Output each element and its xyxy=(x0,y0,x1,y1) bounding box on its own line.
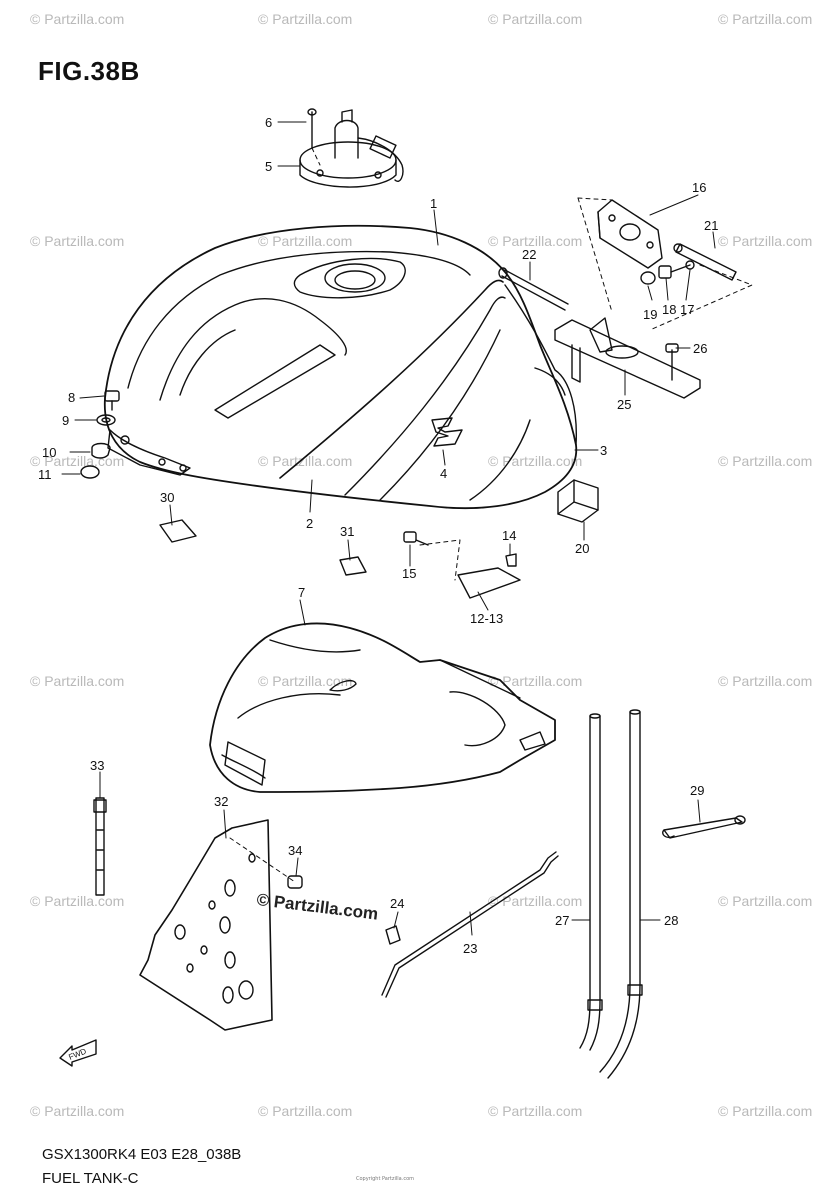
callout-23: 23 xyxy=(463,941,477,956)
heat-shield-part xyxy=(139,819,273,1031)
callout-12-13: 12-13 xyxy=(470,611,503,626)
watermark: © Partzilla.com xyxy=(258,673,352,689)
tank-stay-part xyxy=(554,317,701,399)
bracket-part xyxy=(597,199,695,285)
watermark: © Partzilla.com xyxy=(30,893,124,909)
mount-bolt-part xyxy=(80,390,120,479)
callout-29: 29 xyxy=(690,783,704,798)
callout-27: 27 xyxy=(555,913,569,928)
watermark: © Partzilla.com xyxy=(258,1103,352,1119)
watermark: © Partzilla.com xyxy=(718,1103,812,1119)
watermark: © Partzilla.com xyxy=(718,453,812,469)
callout-28: 28 xyxy=(664,913,678,928)
callout-2: 2 xyxy=(306,516,313,531)
watermark: © Partzilla.com xyxy=(718,233,812,249)
callout-34: 34 xyxy=(288,843,302,858)
callout-33: 33 xyxy=(90,758,104,773)
watermark: © Partzilla.com xyxy=(488,1103,582,1119)
watermark: © Partzilla.com xyxy=(30,453,124,469)
emblem-part xyxy=(431,417,463,447)
collar-part xyxy=(673,243,737,281)
callout-1: 1 xyxy=(430,196,437,211)
watermark: © Partzilla.com xyxy=(718,893,812,909)
pad-part xyxy=(159,519,367,576)
callout-26: 26 xyxy=(693,341,707,356)
watermark: © Partzilla.com xyxy=(488,673,582,689)
callout-24: 24 xyxy=(390,896,404,911)
watermark: © Partzilla.com xyxy=(30,11,124,27)
watermark: © Partzilla.com xyxy=(488,453,582,469)
watermark: © Partzilla.com xyxy=(30,233,124,249)
watermark: © Partzilla.com xyxy=(718,11,812,27)
callout-18: 18 xyxy=(662,302,676,317)
callout-19: 19 xyxy=(643,307,657,322)
callout-21: 21 xyxy=(704,218,718,233)
callout-leaders xyxy=(61,121,716,936)
shield-bolt-part xyxy=(287,875,303,889)
watermark-layer: © Partzilla.com © Partzilla.com © Partzi… xyxy=(30,11,812,1119)
figure-title: FIG.38B xyxy=(38,56,140,86)
watermark: © Partzilla.com xyxy=(258,233,352,249)
watermark: © Partzilla.com xyxy=(30,673,124,689)
callout-9: 9 xyxy=(62,413,69,428)
figure-code: GSX1300RK4 E03 E28_038B xyxy=(42,1146,242,1163)
fuel-tank-part xyxy=(103,224,578,510)
callout-16: 16 xyxy=(692,180,706,195)
watermark: © Partzilla.com xyxy=(30,1103,124,1119)
callout-5: 5 xyxy=(265,159,272,174)
tank-cover-part xyxy=(209,622,556,793)
figure-name: FUEL TANK-C xyxy=(42,1170,139,1187)
plate-part xyxy=(403,531,521,599)
callout-30: 30 xyxy=(160,490,174,505)
watermark: © Partzilla.com xyxy=(258,453,352,469)
callout-labels: 1 2 3 4 5 6 7 8 9 10 11 12-13 14 15 16 1… xyxy=(38,115,718,1062)
watermark: © Partzilla.com xyxy=(488,233,582,249)
callout-8: 8 xyxy=(68,390,75,405)
callout-20: 20 xyxy=(575,541,589,556)
leader-lines xyxy=(229,147,753,883)
callout-14: 14 xyxy=(502,528,516,543)
long-bolt-part xyxy=(498,267,569,311)
clamp-part xyxy=(662,815,746,839)
callout-22: 22 xyxy=(522,247,536,262)
rod-part xyxy=(381,851,559,998)
callout-31: 31 xyxy=(340,524,354,539)
callout-6: 6 xyxy=(265,115,272,130)
callout-32: 32 xyxy=(214,794,228,809)
cushion-part xyxy=(557,479,599,523)
callout-10: 10 xyxy=(42,445,56,460)
hose-part xyxy=(579,709,643,1079)
copyright-note: Copyright Partzilla.com xyxy=(356,1176,415,1182)
callout-11: 11 xyxy=(38,467,52,482)
watermark: © Partzilla.com xyxy=(258,11,352,27)
callout-3: 3 xyxy=(600,443,607,458)
fuel-cap-part xyxy=(299,108,404,188)
callout-17: 17 xyxy=(680,302,694,317)
callout-7: 7 xyxy=(298,585,305,600)
callout-15: 15 xyxy=(402,566,416,581)
watermark: © Partzilla.com xyxy=(718,673,812,689)
callout-4: 4 xyxy=(440,466,447,481)
callout-25: 25 xyxy=(617,397,631,412)
strap-part xyxy=(93,797,107,896)
watermark: © Partzilla.com xyxy=(488,11,582,27)
watermark: © Partzilla.com xyxy=(488,893,582,909)
forward-arrow-icon xyxy=(59,1039,97,1067)
